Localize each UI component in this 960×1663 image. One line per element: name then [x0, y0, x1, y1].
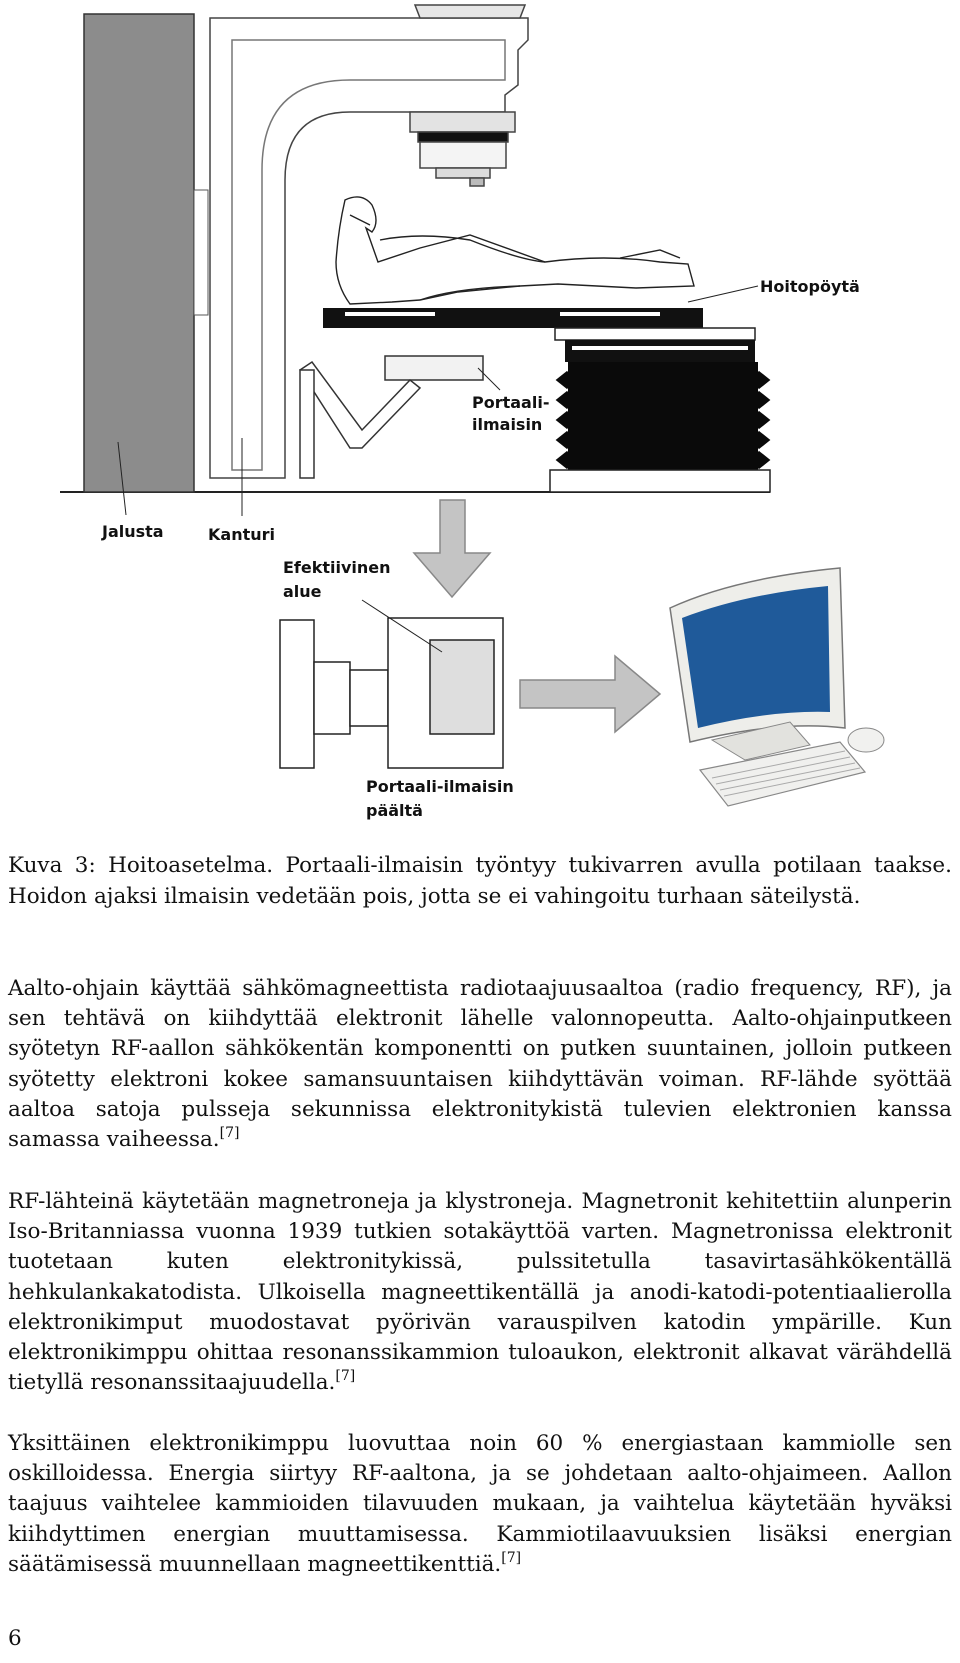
paragraph-text: RF-lähteinä käytetään magnetroneja ja kl…	[8, 1189, 952, 1395]
citation-ref: [7]	[501, 1550, 521, 1566]
label-efektiivinen: Efektiivinen	[283, 558, 391, 577]
paragraph-text: Aalto-ohjain käyttää sähkömagneettista r…	[8, 976, 952, 1152]
paragraph: Yksittäinen elektronikimppu luovuttaa no…	[8, 1429, 952, 1580]
citation-ref: [7]	[335, 1368, 355, 1384]
label-jalusta: Jalusta	[101, 522, 164, 541]
label-portaali-ilmaisin: Portaali-ilmaisin	[366, 777, 514, 796]
computer-drawing	[670, 568, 884, 806]
down-arrow	[414, 500, 490, 597]
right-arrow	[520, 656, 660, 732]
label-paalta: päältä	[366, 801, 423, 820]
portal-imager-drawing	[300, 356, 483, 478]
label-kanturi: Kanturi	[208, 525, 275, 544]
label-ilmaisin: ilmaisin	[472, 415, 542, 434]
citation-ref: [7]	[220, 1125, 240, 1141]
patient-drawing	[336, 197, 694, 304]
stand-drawing	[84, 14, 208, 492]
paragraph: Aalto-ohjain käyttää sähkömagneettista r…	[8, 974, 952, 1155]
figure-caption: Kuva 3: Hoitoasetelma. Portaali-ilmaisin…	[8, 850, 952, 912]
label-alue: alue	[283, 582, 322, 601]
paragraph: RF-lähteinä käytetään magnetroneja ja kl…	[8, 1187, 952, 1398]
page-number: 6	[8, 1626, 22, 1651]
imager-top-view-drawing	[280, 618, 503, 768]
treatment-setup-figure: Hoitopöytä Portaali- ilmaisin Jalusta Ka…	[0, 0, 960, 840]
label-portaali: Portaali-	[472, 393, 549, 412]
paragraph-text: Yksittäinen elektronikimppu luovuttaa no…	[8, 1431, 952, 1577]
label-hoitopoyta: Hoitopöytä	[760, 277, 860, 296]
